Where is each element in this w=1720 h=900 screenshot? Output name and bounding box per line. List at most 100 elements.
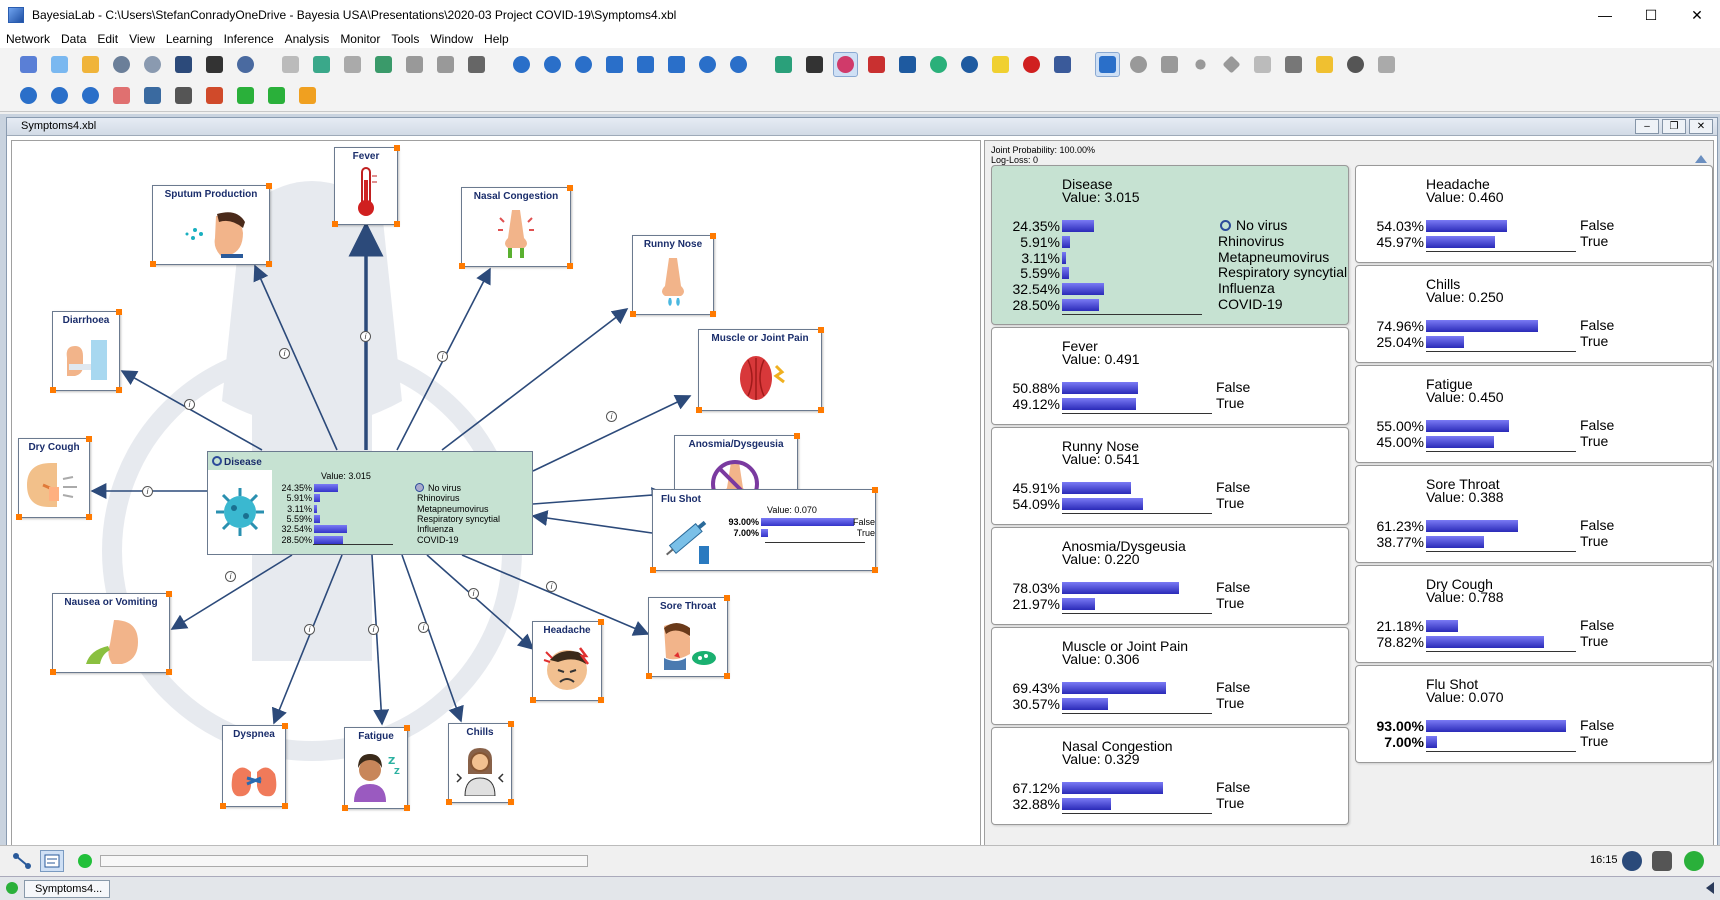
circle-node-icon[interactable]: [1126, 52, 1151, 77]
node-dyspnea[interactable]: Dyspnea: [220, 723, 288, 809]
zoom-icon[interactable]: [571, 52, 596, 77]
arc-info-badge[interactable]: i: [546, 581, 557, 592]
menu-inference[interactable]: Inference: [223, 32, 274, 46]
chart-image-icon[interactable]: [895, 52, 920, 77]
zoom-in-icon[interactable]: [509, 52, 534, 77]
trash-icon[interactable]: [1374, 52, 1399, 77]
undo-icon[interactable]: [402, 52, 427, 77]
minimize-button[interactable]: —: [1598, 7, 1612, 23]
network-graph-icon[interactable]: [1050, 52, 1075, 77]
arc-info-badge[interactable]: i: [418, 622, 429, 633]
hexagon-node-icon[interactable]: [1157, 52, 1182, 77]
minus-circle-icon[interactable]: [1343, 52, 1368, 77]
menu-tools[interactable]: Tools: [391, 32, 420, 46]
paste-icon[interactable]: [340, 52, 365, 77]
new-network-icon[interactable]: [47, 52, 72, 77]
mask-icon[interactable]: [1622, 851, 1642, 871]
forbidden-icon[interactable]: [1019, 52, 1044, 77]
zoom-in-2-icon[interactable]: [16, 83, 41, 108]
network-globe-icon[interactable]: [1684, 851, 1704, 871]
node-sore-throat[interactable]: Sore Throat: [646, 595, 730, 679]
save-icon[interactable]: [171, 52, 196, 77]
users-icon[interactable]: [1652, 851, 1672, 871]
open-folder-icon[interactable]: [78, 52, 103, 77]
menu-edit[interactable]: Edit: [97, 32, 119, 46]
zoom-out-2-icon[interactable]: [47, 83, 72, 108]
cut-icon[interactable]: [278, 52, 303, 77]
database-export-icon[interactable]: [140, 52, 165, 77]
monitor-pane[interactable]: Joint Probability: 100.00% Log-Loss: 0 D…: [984, 140, 1714, 846]
arc-info-badge[interactable]: i: [225, 571, 236, 582]
format-painter-icon[interactable]: [371, 52, 396, 77]
doc-close-button[interactable]: ✕: [1689, 119, 1713, 134]
arc-info-badge[interactable]: i: [304, 624, 315, 635]
zoom-out-icon[interactable]: [540, 52, 565, 77]
node-runny-nose[interactable]: Runny Nose: [630, 233, 716, 317]
menu-help[interactable]: Help: [484, 32, 509, 46]
arc-info-badge[interactable]: i: [142, 486, 153, 497]
node-diarrhoea[interactable]: Diarrhoea: [50, 309, 122, 393]
node-fatigue[interactable]: Fatigue Z Z: [342, 725, 410, 811]
comment-icon[interactable]: [771, 52, 796, 77]
settings-gear-icon[interactable]: [233, 52, 258, 77]
zoom-reset-icon[interactable]: [78, 83, 103, 108]
node-muscle-joint-pain[interactable]: Muscle or Joint Pain: [696, 327, 824, 413]
node-headache[interactable]: Headache: [530, 619, 604, 703]
checkmark-icon[interactable]: [233, 83, 258, 108]
add-note-icon[interactable]: [295, 83, 320, 108]
link-tool-icon[interactable]: [1281, 52, 1306, 77]
select-pointer-icon[interactable]: [1095, 52, 1120, 77]
menu-learning[interactable]: Learning: [165, 32, 213, 46]
expand-icon[interactable]: [633, 52, 658, 77]
small-circle-icon[interactable]: [1188, 52, 1213, 77]
menu-data[interactable]: Data: [61, 32, 87, 46]
arc-info-badge[interactable]: i: [360, 331, 371, 342]
note-icon[interactable]: [988, 52, 1013, 77]
redo-icon[interactable]: [433, 52, 458, 77]
taskbar-document-button[interactable]: Symptoms4...: [24, 880, 110, 898]
maximize-button[interactable]: ☐: [1644, 6, 1658, 23]
speech-bubble-icon[interactable]: [926, 52, 951, 77]
sticky-note-icon[interactable]: [1312, 52, 1337, 77]
node-dry-cough[interactable]: Dry Cough: [16, 436, 92, 520]
rotate-right-icon[interactable]: [726, 52, 751, 77]
binoculars-icon[interactable]: [464, 52, 489, 77]
monitor-view-icon[interactable]: [40, 850, 64, 872]
graph-pane[interactable]: i i i i i i i i i i i i Fever: [11, 140, 981, 846]
graph-view-icon[interactable]: [12, 852, 32, 870]
doc-restore-button[interactable]: ❐: [1662, 119, 1686, 134]
node-fever[interactable]: Fever: [332, 145, 400, 227]
node-tool-icon[interactable]: [833, 52, 858, 77]
node-chills[interactable]: Chills: [446, 721, 514, 805]
doc-minimize-button[interactable]: –: [1635, 119, 1659, 134]
arc-info-badge[interactable]: i: [279, 348, 290, 359]
eraser-icon[interactable]: [109, 83, 134, 108]
info-icon[interactable]: [957, 52, 982, 77]
corner-icon[interactable]: [264, 83, 289, 108]
node-sputum-production[interactable]: Sputum Production: [150, 183, 272, 267]
arrow-tool-icon[interactable]: [864, 52, 889, 77]
fit-to-window-icon[interactable]: [602, 52, 627, 77]
database-icon[interactable]: [109, 52, 134, 77]
rotate-left-icon[interactable]: [695, 52, 720, 77]
node-nausea-vomiting[interactable]: Nausea or Vomiting: [50, 591, 172, 675]
scroll-up-arrow-icon[interactable]: [1695, 155, 1707, 163]
menu-monitor[interactable]: Monitor: [340, 32, 381, 46]
arc-info-badge[interactable]: i: [606, 411, 617, 422]
arc-info-badge[interactable]: i: [468, 588, 479, 599]
menu-view[interactable]: View: [129, 32, 155, 46]
close-button[interactable]: ✕: [1691, 6, 1703, 23]
arc-info-badge[interactable]: i: [184, 399, 195, 410]
home-icon[interactable]: [16, 52, 41, 77]
arrows-in-icon[interactable]: [171, 83, 196, 108]
